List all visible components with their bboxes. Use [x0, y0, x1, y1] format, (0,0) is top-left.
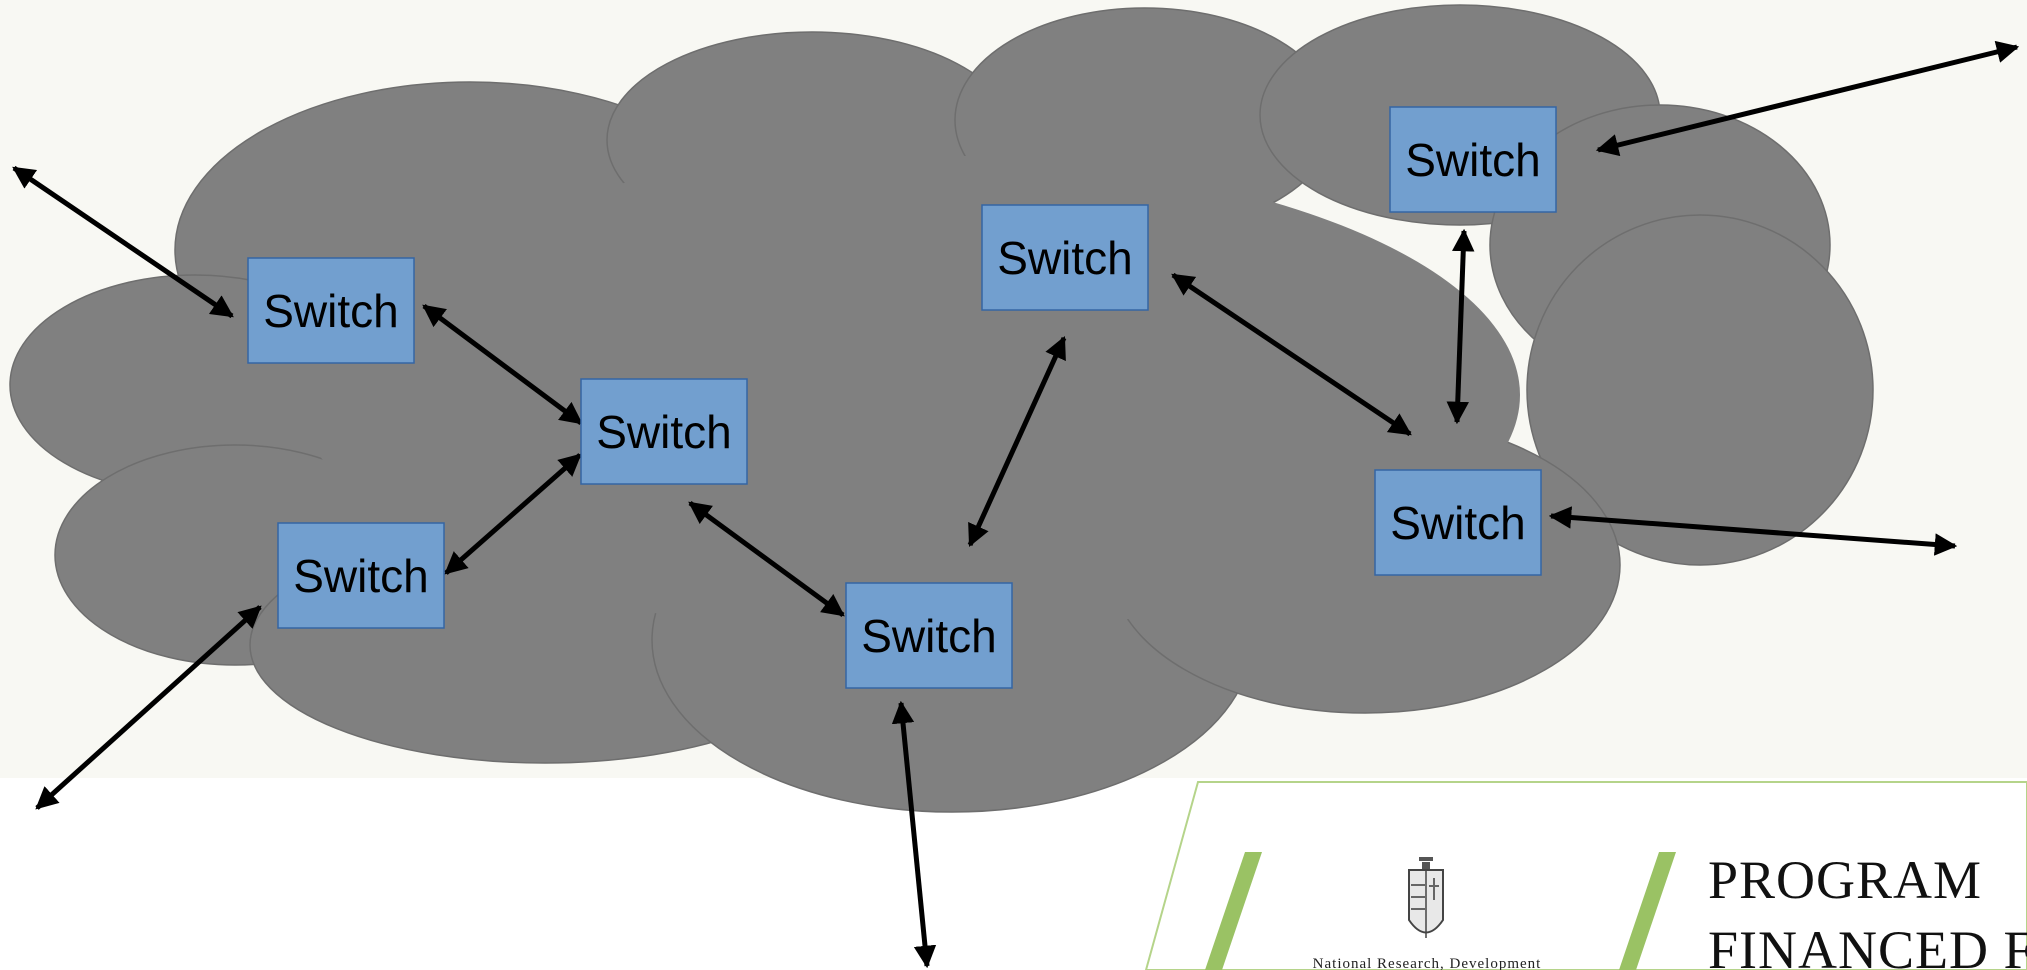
switch-label: Switch: [596, 406, 731, 458]
switch-node: Switch: [845, 582, 1013, 689]
link-s4-s5: [967, 335, 1067, 548]
switch-node: Switch: [247, 257, 415, 364]
link-s1-s2: [422, 303, 583, 426]
link-s3-external: [35, 605, 262, 810]
switch-node: Switch: [580, 378, 748, 485]
switch-label: Switch: [293, 550, 428, 602]
link-s7-external: [1548, 506, 1958, 556]
link-s6-external: [1595, 40, 2020, 157]
program-title-line2: FINANCED FR: [1708, 920, 2027, 970]
banner-stripe-right: [1619, 852, 1676, 970]
switch-label: Switch: [997, 232, 1132, 284]
funding-banner: National Research, Development PROGRAM F…: [1144, 781, 2027, 970]
link-s2-s4: [688, 500, 845, 618]
switch-node: Switch: [981, 204, 1149, 311]
switch-node: Switch: [1389, 106, 1557, 213]
link-s2-s3: [444, 453, 582, 575]
link-s6-s7: [1446, 228, 1475, 425]
link-external-topleft: [12, 165, 234, 319]
link-s5-s7: [1171, 272, 1412, 437]
switch-node: Switch: [1374, 469, 1542, 576]
links: [12, 40, 2020, 969]
banner-stripe-left: [1205, 852, 1262, 970]
switch-label: Switch: [263, 285, 398, 337]
program-title-line1: PROGRAM: [1708, 850, 1982, 910]
switch-node: Switch: [277, 522, 445, 629]
link-s4-external: [891, 700, 937, 969]
switch-label: Switch: [1390, 497, 1525, 549]
coat-of-arms-icon: [1408, 857, 1444, 938]
switch-label: Switch: [861, 610, 996, 662]
switch-label: Switch: [1405, 134, 1540, 186]
agency-name: National Research, Development: [1313, 956, 1542, 970]
